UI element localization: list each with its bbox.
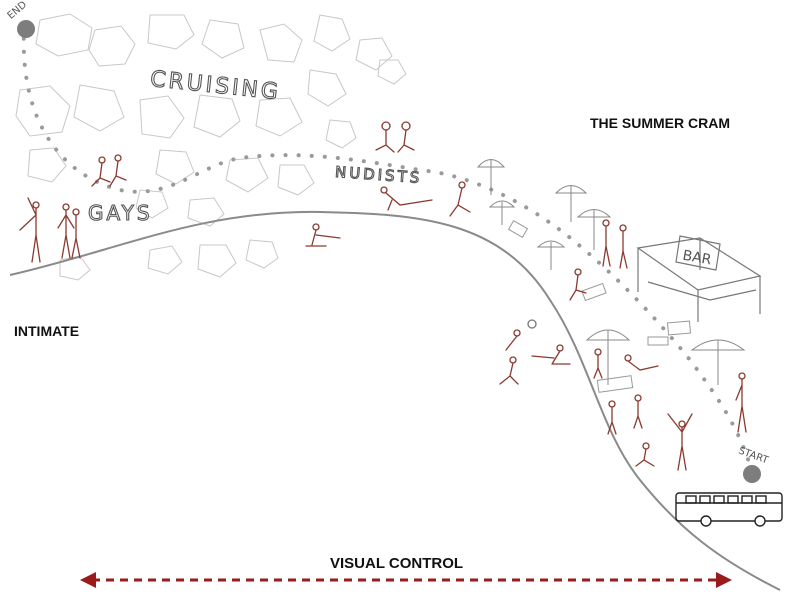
bus-icon <box>675 492 783 527</box>
person-icon <box>569 268 587 301</box>
person-icon <box>633 394 643 429</box>
visual-control-label: VISUAL CONTROL <box>330 555 464 572</box>
person-icon <box>449 181 471 217</box>
person-icon <box>71 208 81 259</box>
rock-icon <box>147 245 183 275</box>
person-icon <box>593 348 603 379</box>
umbrellas <box>476 159 746 385</box>
bar-sign: BAR <box>681 248 713 269</box>
rock-icon <box>245 239 279 269</box>
start-node <box>743 465 761 483</box>
person-icon <box>619 224 628 269</box>
umbrella-icon <box>536 240 566 270</box>
visual-control-arrow <box>80 572 732 588</box>
rock-icon <box>27 147 67 183</box>
person-icon <box>91 156 111 187</box>
person-icon <box>109 154 127 187</box>
gays-label: GAYS <box>88 201 153 225</box>
rock-icon <box>73 84 125 132</box>
rock-icon <box>88 25 136 67</box>
person-icon <box>505 329 521 351</box>
rock-icon <box>201 19 245 59</box>
rock-icon <box>35 13 93 57</box>
rock-icon <box>277 164 315 196</box>
person-icon <box>499 356 519 385</box>
rock-icon <box>325 119 357 149</box>
cruising-label: CRUISING <box>149 67 282 106</box>
towels <box>507 219 692 393</box>
rock-icon <box>255 97 303 137</box>
rock-icon <box>225 157 269 193</box>
people <box>19 121 747 471</box>
rock-icon <box>135 189 169 219</box>
rocks-area <box>15 13 407 281</box>
person-icon <box>19 197 41 263</box>
person-icon <box>531 344 571 365</box>
person-icon <box>305 223 341 247</box>
person-icon <box>602 219 611 267</box>
person-icon <box>735 372 747 433</box>
end-node <box>17 20 35 38</box>
rock-icon <box>193 94 241 138</box>
person-icon <box>397 121 415 153</box>
person-icon <box>667 413 693 471</box>
rock-icon <box>15 85 71 137</box>
umbrella-icon <box>554 185 588 222</box>
rock-icon <box>139 95 185 139</box>
intimate-label: INTIMATE <box>14 323 80 339</box>
person-icon <box>380 186 433 211</box>
rock-icon <box>155 149 195 185</box>
person-icon <box>527 319 537 329</box>
rock-icon <box>259 23 303 63</box>
person-icon <box>635 442 655 467</box>
bar-kiosk-icon <box>636 235 762 322</box>
rock-icon <box>313 14 351 52</box>
rock-icon <box>355 37 393 71</box>
rock-icon <box>187 197 225 227</box>
rock-icon <box>377 59 407 85</box>
rock-icon <box>307 69 347 107</box>
nudists-label: NUDISTS <box>334 163 422 187</box>
umbrella-icon <box>476 159 506 195</box>
umbrella-icon <box>488 200 516 225</box>
umbrella-icon <box>690 339 746 385</box>
person-icon <box>375 121 395 153</box>
person-icon <box>607 400 617 435</box>
rock-icon <box>197 244 237 278</box>
person-icon <box>624 354 659 371</box>
summer-cram-label: THE SUMMER CRAM <box>590 115 730 131</box>
person-icon <box>57 203 75 259</box>
umbrella-icon <box>576 209 612 250</box>
start-label: START <box>737 446 771 467</box>
end-label: END <box>6 0 30 22</box>
coastline <box>9 210 781 591</box>
rock-icon <box>147 14 195 50</box>
umbrella-icon <box>585 329 631 385</box>
rock-icon <box>59 255 91 281</box>
